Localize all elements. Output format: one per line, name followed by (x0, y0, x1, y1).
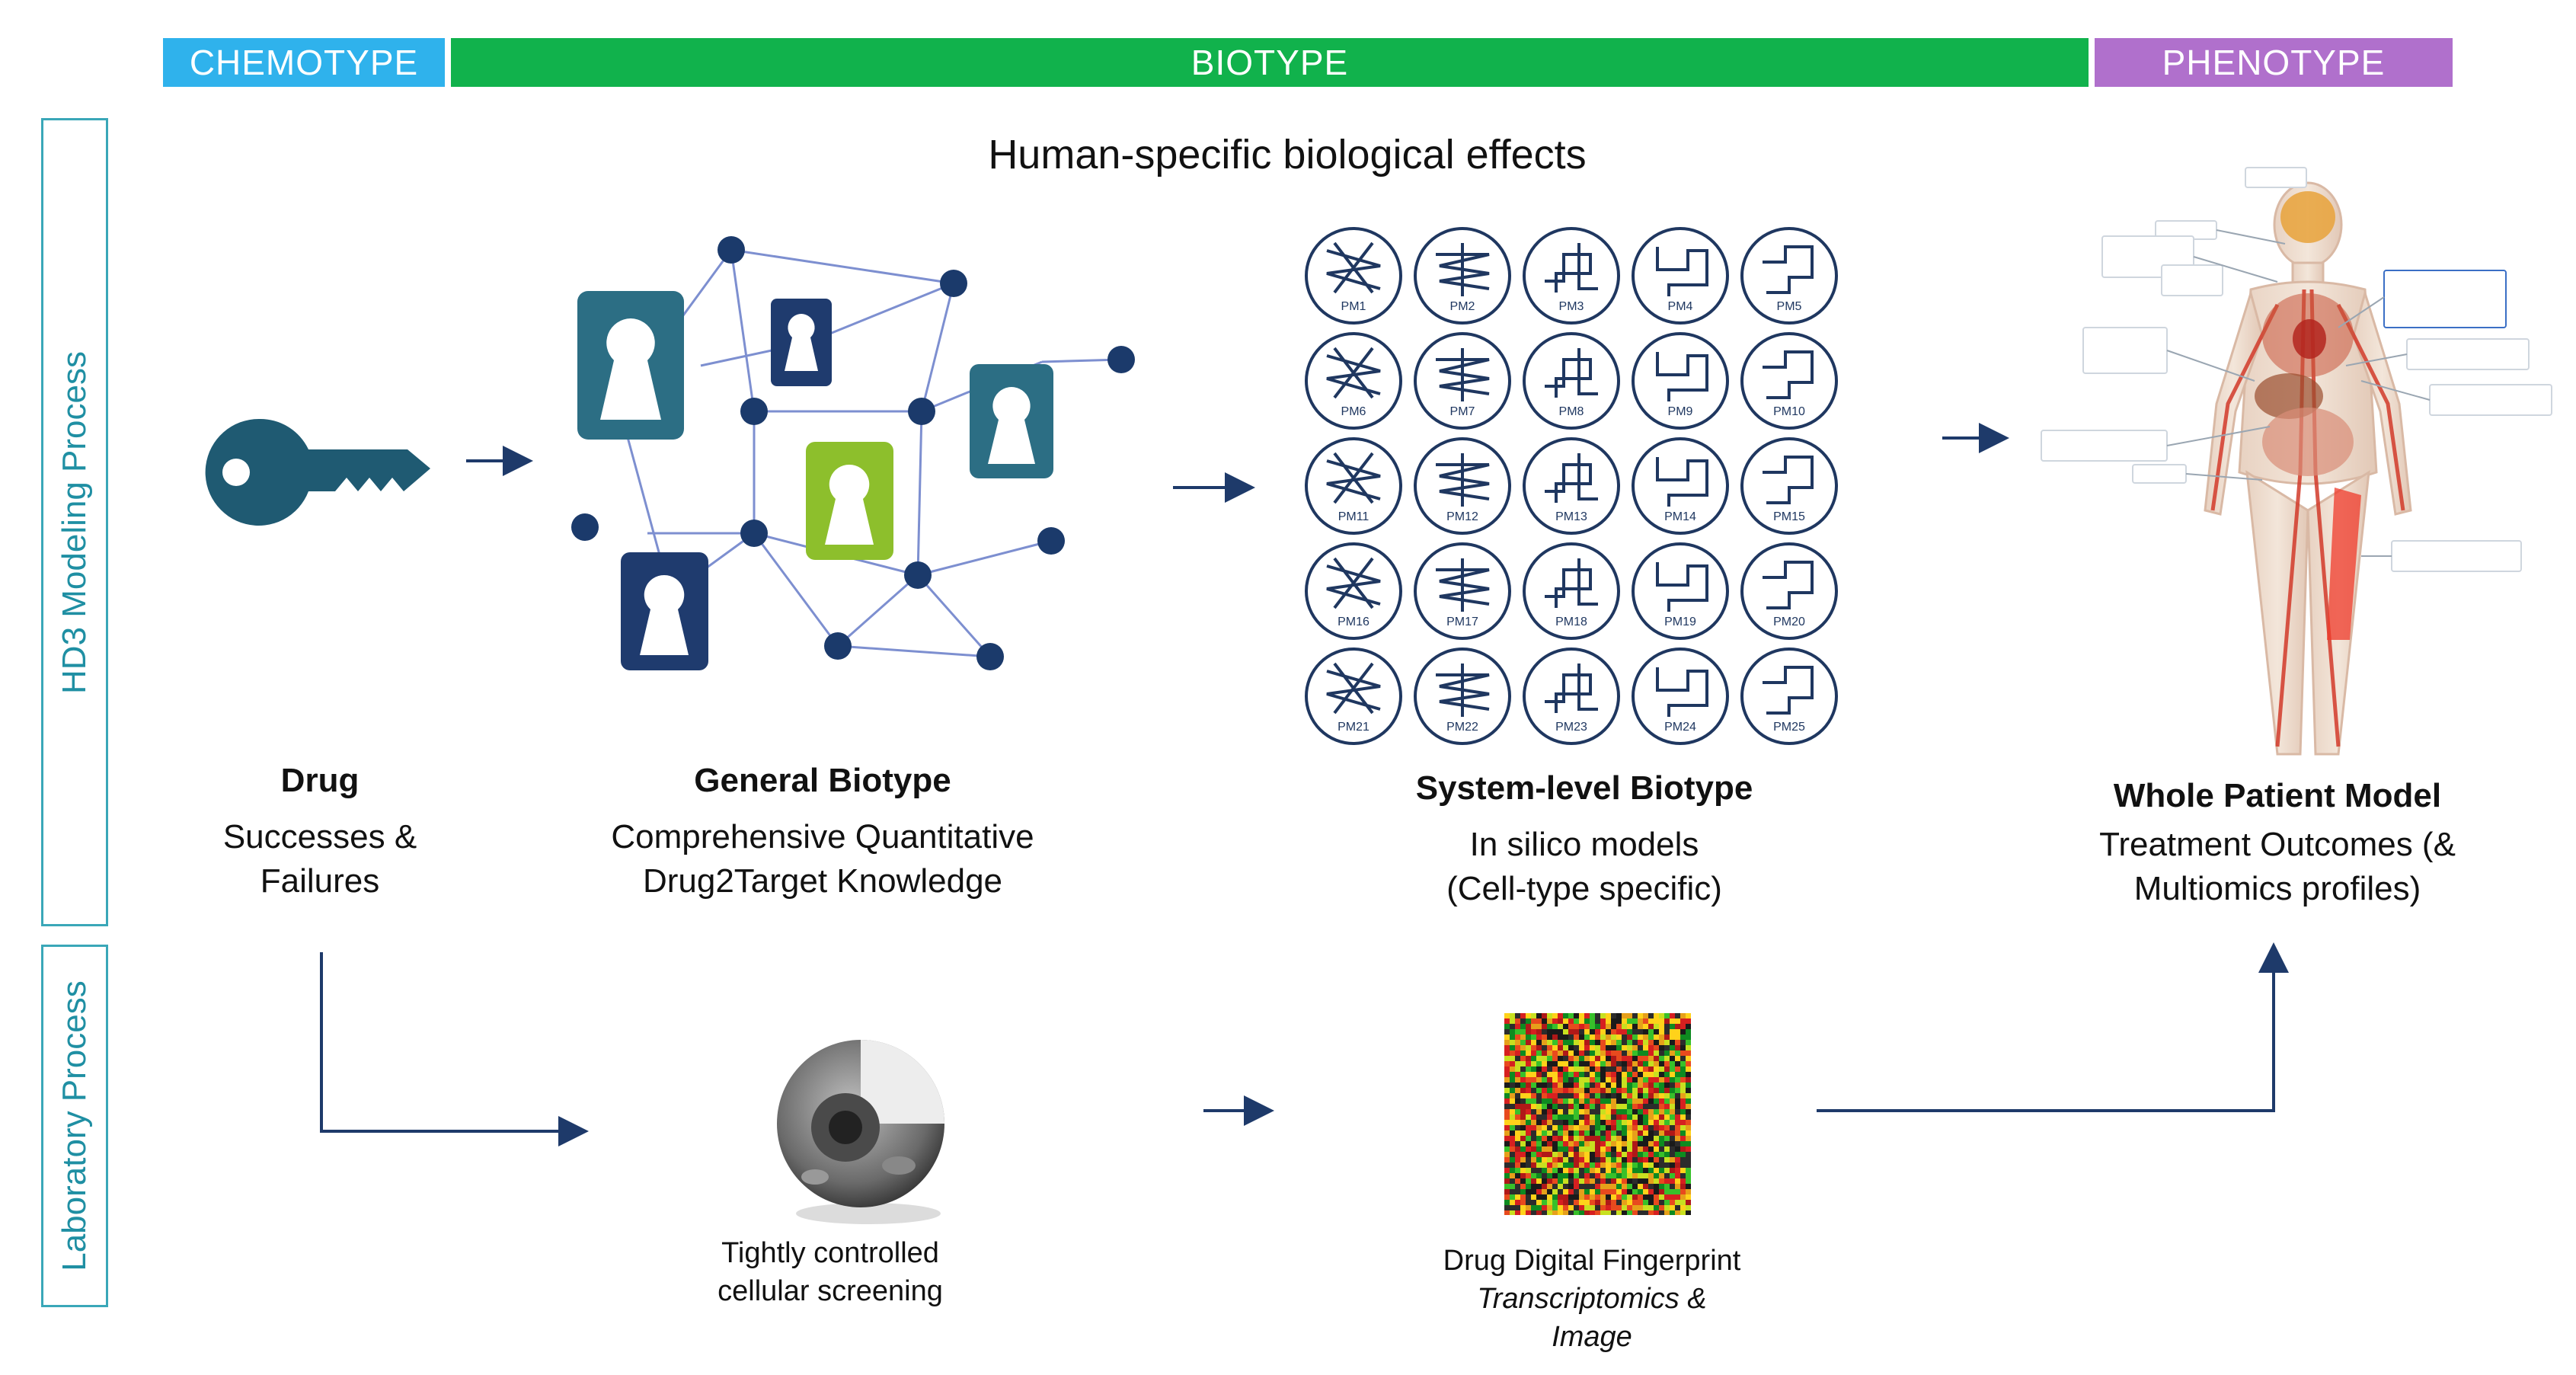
pm-model-pm15: PM15 (1740, 437, 1838, 535)
pm-label: PM1 (1341, 300, 1366, 313)
arrow-fingerprint-to-patient (1817, 942, 2289, 1112)
pm-label: PM2 (1450, 300, 1475, 313)
system-biotype-block: System-level Biotype In silico models (C… (1356, 769, 1813, 911)
pm-model-pm13: PM13 (1523, 437, 1620, 535)
pm-label: PM13 (1555, 510, 1587, 523)
drug-desc-line1: Successes & (222, 818, 417, 855)
pm-label: PM17 (1446, 616, 1478, 628)
pm-label: PM7 (1450, 405, 1475, 418)
general-biotype-desc-line1: Comprehensive Quantitative (611, 818, 1034, 855)
pm-model-pm4: PM4 (1632, 227, 1729, 325)
pm-model-pm18: PM18 (1523, 542, 1620, 640)
fingerprint-line1: Drug Digital Fingerprint (1443, 1245, 1741, 1277)
band-chemotype: CHEMOTYPE (163, 38, 445, 87)
pm-model-pm25: PM25 (1740, 648, 1838, 745)
patient-desc-line1: Treatment Outcomes (& (2099, 826, 2456, 863)
pm-label: PM15 (1773, 510, 1805, 523)
pm-label: PM4 (1668, 300, 1693, 313)
pm-model-pm5: PM5 (1740, 227, 1838, 325)
pm-model-pm11: PM11 (1305, 437, 1402, 535)
heatmap-icon (1504, 1013, 1691, 1215)
pm-label: PM16 (1338, 616, 1369, 628)
system-biotype-title: System-level Biotype (1415, 769, 1753, 807)
pm-model-pm16: PM16 (1305, 542, 1402, 640)
pm-label: PM18 (1555, 616, 1587, 628)
pm-label: PM8 (1559, 405, 1584, 418)
pm-model-pm17: PM17 (1414, 542, 1511, 640)
laboratory-process-box: Laboratory Process (41, 945, 108, 1307)
pm-model-pm7: PM7 (1414, 332, 1511, 430)
fingerprint-block: Drug Digital Fingerprint Transcriptomics… (1386, 1242, 1798, 1356)
general-biotype-block: General Biotype Comprehensive Quantitati… (564, 762, 1082, 903)
pm-label: PM9 (1668, 405, 1693, 418)
pm-model-pm24: PM24 (1632, 648, 1729, 745)
band-biotype: BIOTYPE (451, 38, 2089, 87)
pm-model-pm21: PM21 (1305, 648, 1402, 745)
cell-icon (777, 1040, 944, 1224)
pm-model-pm10: PM10 (1740, 332, 1838, 430)
pm-label: PM22 (1446, 721, 1478, 734)
page-title: Human-specific biological effects (988, 132, 1587, 177)
pm-label: PM21 (1338, 721, 1369, 734)
pm-model-pm12: PM12 (1414, 437, 1511, 535)
system-biotype-desc-line2: (Cell-type specific) (1446, 870, 1722, 907)
target-network-icon (571, 236, 1135, 670)
fingerprint-line2: Transcriptomics & (1477, 1283, 1707, 1315)
screening-line1: Tightly controlled (721, 1237, 939, 1269)
fingerprint-line3: Image (1552, 1321, 1632, 1353)
pm-model-pm6: PM6 (1305, 332, 1402, 430)
patient-title: Whole Patient Model (2113, 777, 2442, 814)
key-icon (205, 418, 430, 526)
system-biotype-desc-line1: In silico models (1469, 826, 1699, 863)
pm-model-pm20: PM20 (1740, 542, 1838, 640)
screening-line2: cellular screening (718, 1275, 943, 1307)
band-phenotype: PHENOTYPE (2095, 38, 2453, 87)
pm-label: PM11 (1338, 510, 1369, 523)
drug-desc-line2: Failures (260, 862, 380, 900)
pm-model-pm14: PM14 (1632, 437, 1729, 535)
pm-label: PM12 (1446, 510, 1478, 523)
drug-title: Drug (280, 762, 360, 799)
pm-model-pm1: PM1 (1305, 227, 1402, 325)
pm-model-pm22: PM22 (1414, 648, 1511, 745)
patient-desc-line2: Multiomics profiles) (2133, 870, 2421, 907)
pm-label: PM24 (1664, 721, 1696, 734)
pm-label: PM23 (1555, 721, 1587, 734)
screening-block: Tightly controlled cellular screening (670, 1234, 990, 1310)
modeling-process-box: HD3 Modeling Process (41, 118, 108, 926)
general-biotype-title: General Biotype (694, 762, 951, 799)
human-anatomy-icon (2041, 167, 2552, 756)
pm-model-pm9: PM9 (1632, 332, 1729, 430)
pm-label: PM25 (1773, 721, 1805, 734)
pm-model-pm2: PM2 (1414, 227, 1511, 325)
patient-block: Whole Patient Model Treatment Outcomes (… (2049, 777, 2506, 911)
general-biotype-desc-line2: Drug2Target Knowledge (642, 862, 1003, 900)
pm-model-pm8: PM8 (1523, 332, 1620, 430)
pm-model-pm19: PM19 (1632, 542, 1729, 640)
pm-label: PM6 (1341, 405, 1366, 418)
arrow-drug-to-screening (320, 952, 589, 1146)
pm-label: PM3 (1559, 300, 1584, 313)
pm-label: PM10 (1773, 405, 1805, 418)
pm-label: PM5 (1777, 300, 1802, 313)
pm-model-pm23: PM23 (1523, 648, 1620, 745)
pm-label: PM14 (1664, 510, 1696, 523)
pm-label: PM20 (1773, 616, 1805, 628)
drug-block: Drug Successes & Failures (175, 762, 465, 903)
pm-label: PM19 (1664, 616, 1696, 628)
pm-model-pm3: PM3 (1523, 227, 1620, 325)
